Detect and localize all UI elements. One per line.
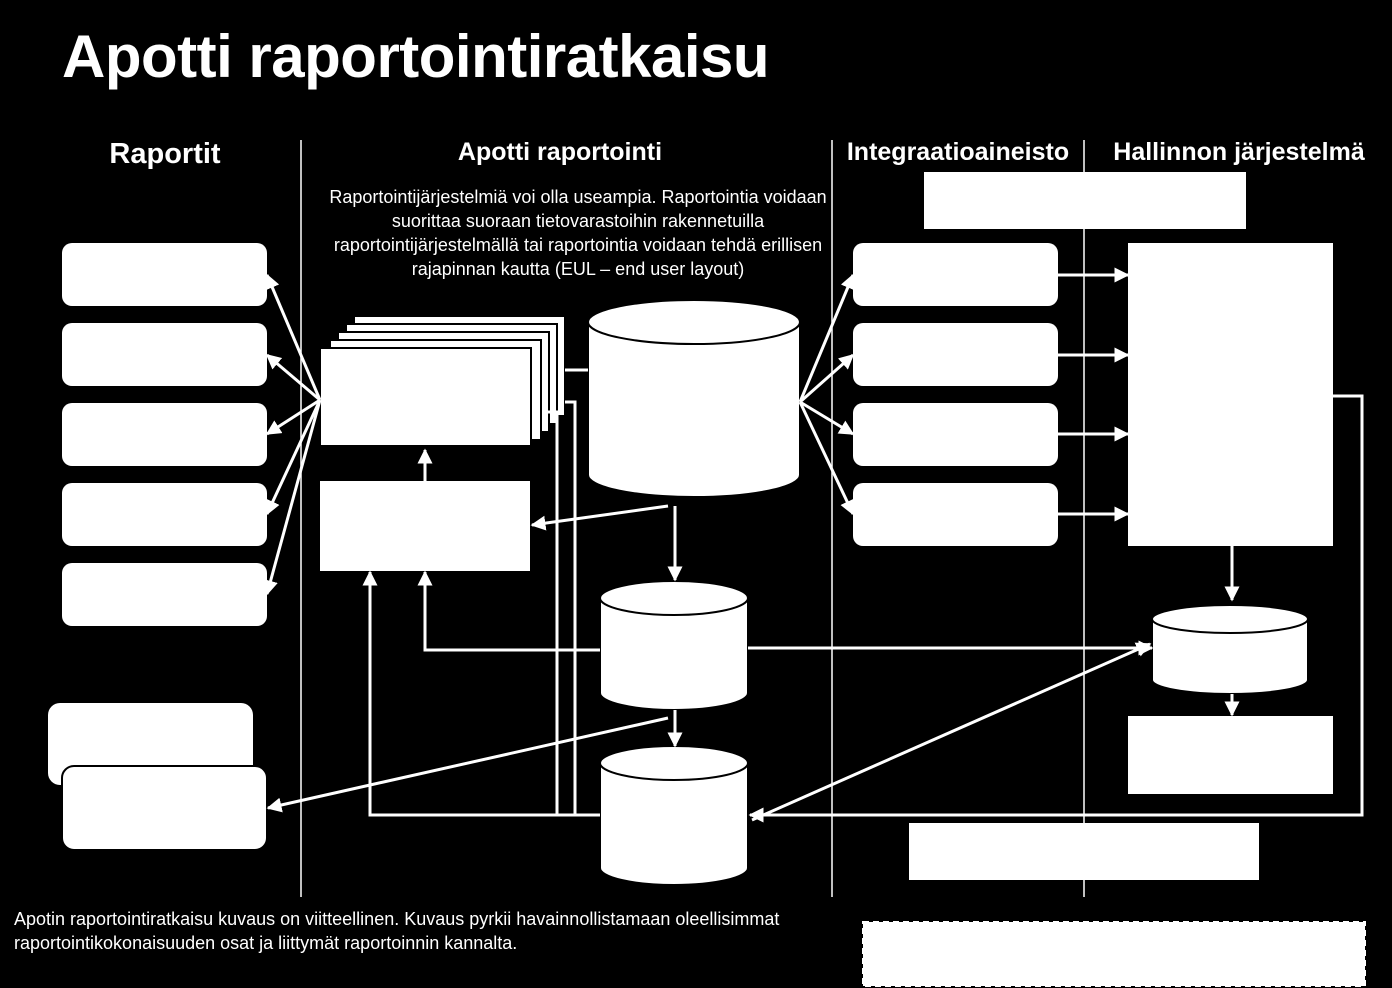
- column-dividers: [300, 140, 1085, 897]
- column-header-integration: Integraatioaineisto: [846, 138, 1070, 166]
- integration-boxes: [853, 243, 1058, 546]
- report-box: [62, 483, 267, 546]
- report-box: [62, 563, 267, 626]
- column-header-admin-system: Hallinnon järjestelmä: [1113, 138, 1365, 166]
- admin-bottom-box: [909, 823, 1259, 880]
- column-header-reports: Raportit: [109, 138, 221, 170]
- integration-box: [853, 323, 1058, 386]
- admin-header-box: [924, 172, 1246, 229]
- admin-system-box: [1128, 243, 1333, 546]
- databases: [587, 299, 1309, 886]
- footnote: Apotin raportointiratkaisu kuvaus on vii…: [14, 909, 780, 953]
- eul-box: [320, 481, 530, 571]
- report-box-back: [48, 703, 253, 785]
- connectors: [263, 267, 1364, 823]
- page-title: Apotti raportointiratkaisu: [62, 23, 770, 90]
- data-warehouse-cylinder: [587, 299, 801, 498]
- legend-box: [862, 921, 1366, 987]
- reporting-description: Raportointijärjestelmiä voi olla useampi…: [329, 187, 827, 279]
- report-box-front: [61, 765, 268, 851]
- staging-db-cylinder: [599, 580, 749, 711]
- admin-report-box: [1128, 716, 1333, 794]
- integration-box: [853, 403, 1058, 466]
- report-box: [62, 243, 267, 306]
- column-header-apotti-reporting: Apotti raportointi: [457, 138, 663, 166]
- integration-box: [853, 243, 1058, 306]
- archive-db-cylinder: [599, 745, 749, 886]
- report-box: [62, 403, 267, 466]
- integration-box: [853, 483, 1058, 546]
- admin-blocks: [909, 172, 1333, 880]
- report-boxes: [48, 243, 268, 851]
- report-box: [62, 323, 267, 386]
- reporting-system-stack: [319, 315, 566, 447]
- admin-db-cylinder: [1151, 604, 1309, 695]
